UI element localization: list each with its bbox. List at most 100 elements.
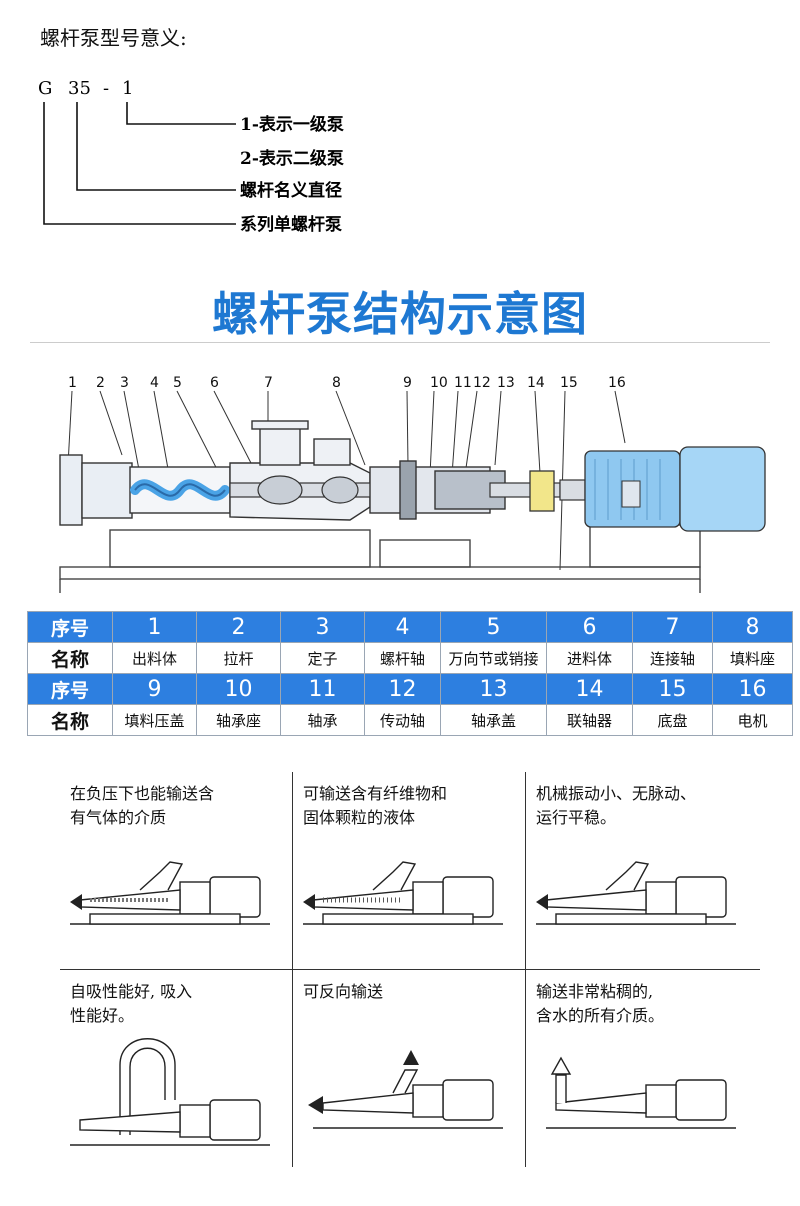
code-diameter: 35 — [68, 78, 91, 99]
callout-4: 4 — [150, 375, 159, 391]
code-dash: - — [103, 78, 109, 99]
part-number: 8 — [712, 611, 793, 643]
num-header: 序号 — [27, 611, 113, 643]
part-name: 填料座 — [712, 642, 793, 674]
feature-text: 固体颗粒的液体 — [303, 808, 416, 827]
code-stage: 1 — [122, 78, 133, 99]
mini-pump-drawing — [70, 1038, 270, 1146]
num-header: 序号 — [27, 673, 113, 705]
feature-text: 有气体的介质 — [70, 808, 167, 827]
mini-pump-drawing — [546, 1056, 736, 1129]
part-number: 6 — [546, 611, 633, 643]
part-name: 连接轴 — [632, 642, 713, 674]
feature-text: 输送非常粘稠的, — [536, 982, 654, 1001]
coupling-part — [529, 470, 555, 512]
mini-pump-drawing — [303, 861, 503, 925]
part-name: 螺杆轴 — [364, 642, 441, 674]
mini-pump-drawing — [308, 1050, 503, 1129]
part-name: 定子 — [280, 642, 365, 674]
mini-pump-drawing — [536, 861, 736, 925]
table-row: 序号 1 2 3 4 5 6 7 8 — [27, 611, 793, 643]
callout-8: 8 — [332, 375, 341, 391]
callout-14: 14 — [527, 375, 545, 391]
model-code-diagram: G 35 - 1 1-表示一级泵 2-表示二级泵 螺杆名义直径 系列单螺杆泵 — [38, 78, 344, 235]
meaning-diameter: 螺杆名义直径 — [240, 180, 342, 201]
callout-9: 9 — [403, 375, 412, 391]
part-number: 2 — [196, 611, 281, 643]
part-name: 轴承 — [280, 704, 365, 736]
feature-text: 含水的所有介质。 — [536, 1006, 665, 1025]
leader-diameter — [76, 102, 236, 191]
features-grid: 在负压下也能输送含 有气体的介质 可输送含有纤维物和 固体颗粒的液体 — [60, 772, 760, 1172]
feature-text: 运行平稳。 — [536, 808, 617, 827]
name-header: 名称 — [27, 642, 113, 674]
table-row: 名称 出料体 拉杆 定子 螺杆轴 万向节或销接 进料体 连接轴 填料座 — [27, 642, 793, 674]
part-number: 16 — [712, 673, 793, 705]
part-number: 5 — [440, 611, 547, 643]
feature-low-vibration: 机械振动小、无脉动、 运行平稳。 — [526, 772, 758, 972]
part-name: 进料体 — [546, 642, 633, 674]
part-name: 填料压盖 — [112, 704, 197, 736]
feature-text: 在负压下也能输送含 — [70, 784, 215, 803]
mini-pump-drawing — [70, 861, 270, 925]
model-heading: 螺杆泵型号意义: — [40, 26, 187, 50]
feature-text: 自吸性能好, 吸入 — [70, 982, 193, 1001]
meaning-series: 系列单螺杆泵 — [240, 214, 342, 235]
table-row: 序号 9 10 11 12 13 14 15 16 — [27, 673, 793, 705]
part-number: 1 — [112, 611, 197, 643]
part-number: 10 — [196, 673, 281, 705]
callout-10: 10 — [430, 375, 448, 391]
code-series: G — [38, 78, 52, 99]
callout-11: 11 — [454, 375, 472, 391]
structure-title: 螺杆泵结构示意图 — [212, 287, 588, 341]
part-name: 轴承座 — [196, 704, 281, 736]
feature-text: 可反向输送 — [303, 982, 384, 1001]
feature-reversible: 可反向输送 — [293, 970, 525, 1170]
feature-negative-pressure: 在负压下也能输送含 有气体的介质 — [60, 772, 292, 972]
feature-fiber-solids: 可输送含有纤维物和 固体颗粒的液体 — [293, 772, 525, 972]
callout-1: 1 — [68, 375, 77, 391]
part-name: 出料体 — [112, 642, 197, 674]
callout-5: 5 — [173, 375, 182, 391]
part-name: 传动轴 — [364, 704, 441, 736]
part-number: 13 — [440, 673, 547, 705]
meaning-one-stage: 1-表示一级泵 — [240, 114, 344, 135]
callout-13: 13 — [497, 375, 515, 391]
feature-viscous-media: 输送非常粘稠的, 含水的所有介质。 — [526, 970, 758, 1170]
feature-self-priming: 自吸性能好, 吸入 性能好。 — [60, 970, 292, 1170]
pump-structure-diagram: 1 2 3 4 5 6 7 8 9 10 11 12 13 14 15 16 — [59, 375, 766, 593]
feature-text: 机械振动小、无脉动、 — [536, 784, 697, 803]
part-number: 3 — [280, 611, 365, 643]
feature-text: 可输送含有纤维物和 — [303, 784, 448, 803]
part-name: 电机 — [712, 704, 793, 736]
feature-text: 性能好。 — [70, 1006, 135, 1025]
part-number: 7 — [632, 611, 713, 643]
callout-6: 6 — [210, 375, 219, 391]
parts-table: 序号 1 2 3 4 5 6 7 8 名称 出料体 拉杆 定子 螺杆轴 万向节或… — [27, 611, 793, 736]
part-name: 联轴器 — [546, 704, 633, 736]
table-row: 名称 填料压盖 轴承座 轴承 传动轴 轴承盖 联轴器 底盘 电机 — [27, 704, 793, 736]
name-header: 名称 — [27, 704, 113, 736]
part-name: 拉杆 — [196, 642, 281, 674]
callout-16: 16 — [608, 375, 626, 391]
part-number: 11 — [280, 673, 365, 705]
callout-3: 3 — [120, 375, 129, 391]
callout-15: 15 — [560, 375, 578, 391]
part-name: 轴承盖 — [440, 704, 547, 736]
part-name: 万向节或销接 — [440, 642, 547, 674]
leader-stage — [126, 102, 236, 125]
motor-part — [584, 446, 766, 532]
part-name: 底盘 — [632, 704, 713, 736]
part-number: 14 — [546, 673, 633, 705]
meaning-two-stage: 2-表示二级泵 — [240, 148, 344, 169]
part-number: 15 — [632, 673, 713, 705]
part-number: 9 — [112, 673, 197, 705]
title-divider — [30, 342, 770, 343]
callout-2: 2 — [96, 375, 105, 391]
grid-divider — [60, 969, 760, 970]
leader-series — [43, 102, 236, 225]
part-number: 12 — [364, 673, 441, 705]
callout-7: 7 — [264, 375, 273, 391]
part-number: 4 — [364, 611, 441, 643]
callout-12: 12 — [473, 375, 491, 391]
